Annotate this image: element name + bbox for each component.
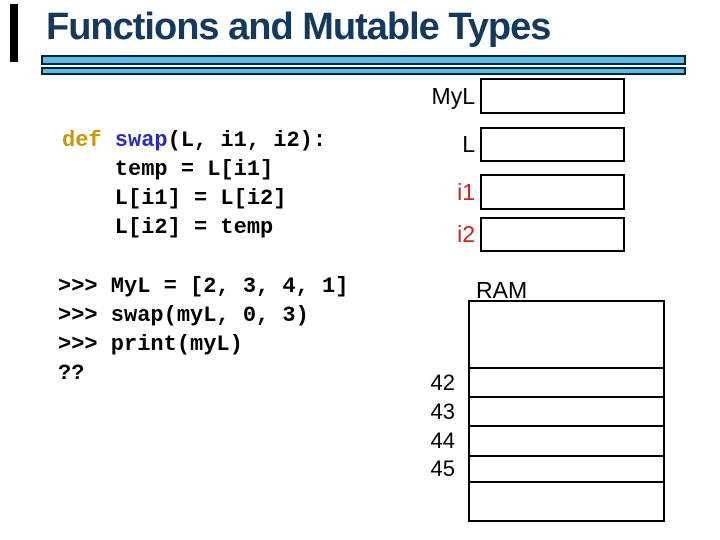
var-label-i2: i2 <box>457 221 475 247</box>
code-line-def: def swap(L, i1, i2): <box>62 126 326 155</box>
function-name: swap <box>101 128 168 153</box>
code-line-body: temp = L[i1] <box>62 157 274 182</box>
var-box-myl <box>480 78 625 114</box>
console-line: >>> print(myL) <box>58 332 243 357</box>
ram-cell <box>470 396 663 425</box>
ram-table <box>468 300 665 522</box>
ram-address-44: 44 <box>430 428 455 453</box>
ram-cell <box>470 455 663 481</box>
console-line: >>> swap(myL, 0, 3) <box>58 303 309 328</box>
code-line-body: L[i1] = L[i2] <box>62 186 287 211</box>
function-code-block: def swap(L, i1, i2): temp = L[i1] L[i1] … <box>62 126 326 242</box>
ram-cell <box>470 481 663 524</box>
ram-label: RAM <box>476 277 528 303</box>
ram-address-42: 42 <box>430 370 455 395</box>
ram-address-45: 45 <box>430 456 455 481</box>
title-underline-bottom <box>41 67 686 75</box>
ram-address-43: 43 <box>430 399 455 424</box>
title-underline-top <box>41 55 686 65</box>
ram-cell <box>470 425 663 455</box>
def-keyword: def <box>62 128 102 153</box>
console-line: >>> MyL = [2, 3, 4, 1] <box>58 274 349 299</box>
var-label-l: L <box>462 131 475 157</box>
var-box-i1 <box>480 174 625 210</box>
function-args: (L, i1, i2): <box>167 128 327 153</box>
var-label-myl: MyL <box>431 83 475 109</box>
console-line: ?? <box>58 361 85 386</box>
code-line-body: L[i2] = temp <box>62 215 274 240</box>
ram-cell <box>470 367 663 396</box>
console-block: >>> MyL = [2, 3, 4, 1] >>> swap(myL, 0, … <box>58 272 348 388</box>
slide-title: Functions and Mutable Types <box>46 6 551 48</box>
var-box-i2 <box>480 217 625 252</box>
ram-cell <box>470 302 663 367</box>
var-box-l <box>480 127 625 162</box>
var-label-i1: i1 <box>457 179 475 205</box>
slide-accent-bar <box>10 4 18 62</box>
